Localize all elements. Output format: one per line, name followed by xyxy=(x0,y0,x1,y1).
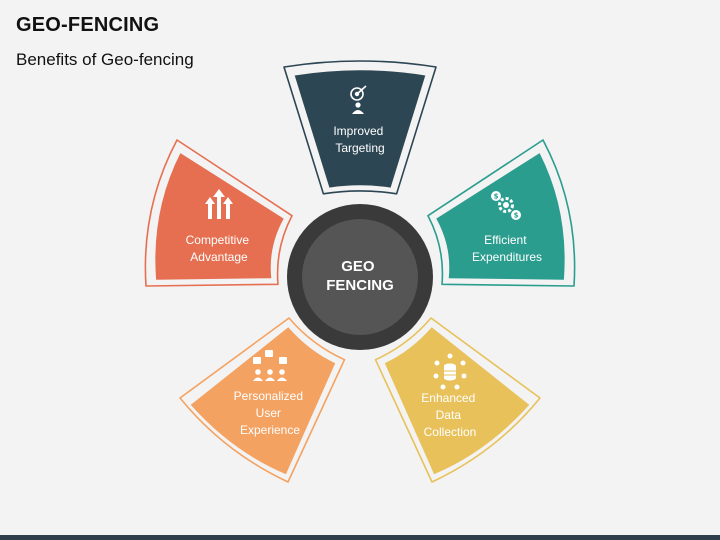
segment-efficient-expenditures-shape xyxy=(436,153,565,280)
segment-personalized-user-experience-outline xyxy=(179,317,346,483)
segment-personalized-user-experience-label: Personalized User Experience xyxy=(234,389,307,437)
center-inner-circle xyxy=(302,219,418,335)
segment-improved-targeting: Improved Targeting xyxy=(283,60,437,195)
segment-competitive-advantage: Competitive Advantage xyxy=(144,139,293,287)
segment-efficient-expenditures-outline xyxy=(427,139,576,287)
arrows-up-icon xyxy=(205,189,233,219)
segment-personalized-user-experience: Personalized User Experience xyxy=(179,317,346,483)
segment-improved-targeting-label: Improved Targeting xyxy=(333,124,386,155)
segment-competitive-advantage-outline xyxy=(144,139,293,287)
bottom-bar xyxy=(0,535,720,540)
segment-personalized-user-experience-shape xyxy=(190,327,336,475)
segment-enhanced-data-collection-outline xyxy=(374,317,541,483)
center-hub: GEO FENCING xyxy=(287,204,433,350)
center-label: GEO FENCING xyxy=(326,258,394,294)
segment-enhanced-data-collection-shape xyxy=(384,327,530,475)
segment-improved-targeting-shape xyxy=(294,70,426,188)
dollar-gear-icon: $ $ xyxy=(491,191,521,220)
segment-competitive-advantage-label: Competitive Advantage xyxy=(186,233,253,264)
page-subtitle: Benefits of Geo-fencing xyxy=(16,50,194,69)
target-person-icon xyxy=(350,85,367,114)
data-network-icon xyxy=(433,353,467,390)
svg-text:$: $ xyxy=(514,212,519,220)
segment-enhanced-data-collection: Enhanced Data Collection xyxy=(374,317,541,483)
segment-efficient-expenditures-label: Efficient Expenditures xyxy=(472,233,542,264)
svg-text:$: $ xyxy=(494,193,499,201)
segment-improved-targeting-outline xyxy=(283,60,437,195)
segment-efficient-expenditures: $ $ Efficient Expenditures xyxy=(427,139,576,287)
segment-enhanced-data-collection-label: Enhanced Data Collection xyxy=(421,391,478,439)
page-title: GEO-FENCING xyxy=(16,14,160,36)
users-feedback-icon xyxy=(253,350,287,381)
